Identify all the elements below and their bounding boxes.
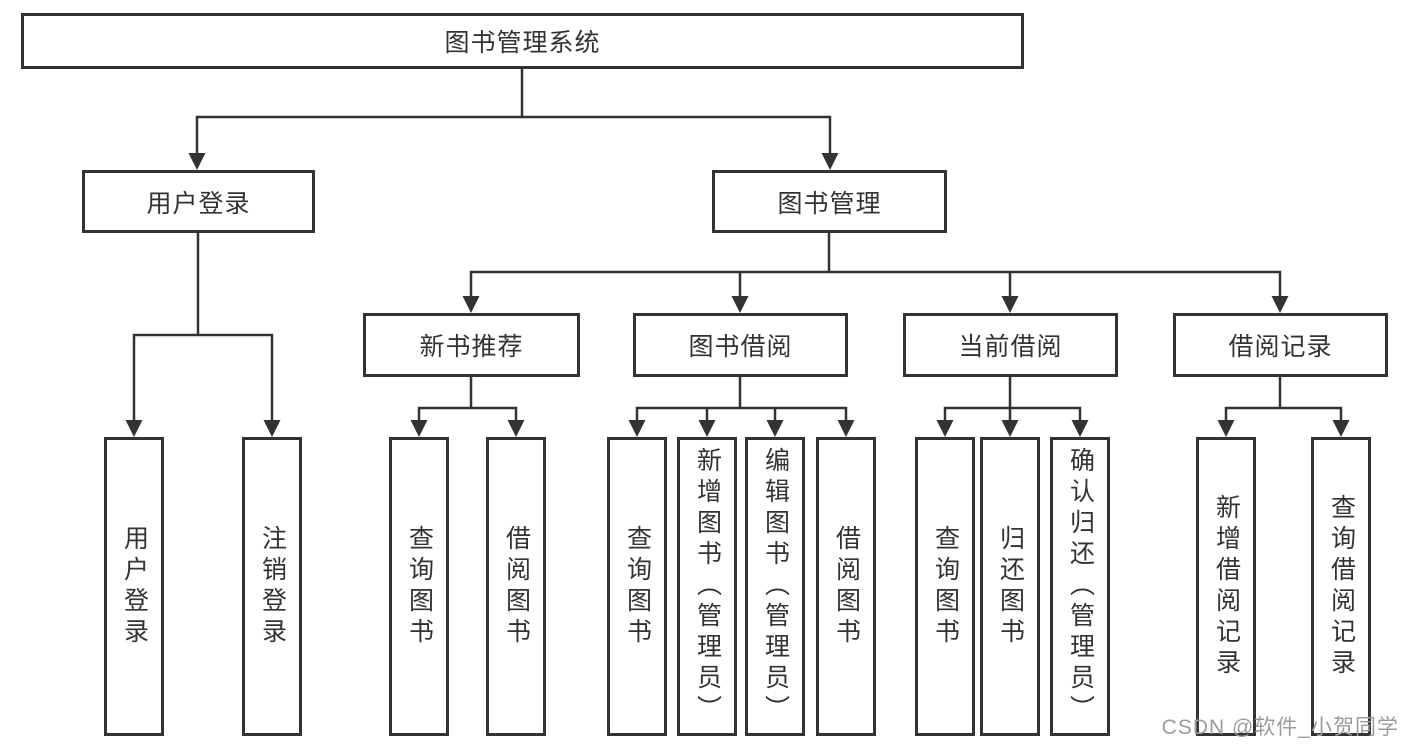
leaf-borrowing-borrow-books: 借阅图书 [816, 437, 876, 736]
node-current-borrowing: 当前借阅 [903, 313, 1118, 377]
leaf-user-login: 用户登录 [104, 437, 164, 736]
leaf-add-borrowing-record: 新增借阅记录 [1196, 437, 1256, 736]
watermark: CSDN @软件_小贺同学 [1161, 716, 1399, 739]
leaf-recommend-borrow-books: 借阅图书 [486, 437, 546, 736]
node-user-login: 用户登录 [82, 170, 315, 233]
leaf-logout: 注销登录 [242, 437, 302, 736]
leaf-borrowing-query-books: 查询图书 [607, 437, 667, 736]
node-library-management-system: 图书管理系统 [21, 13, 1024, 69]
leaf-query-borrowing-record: 查询借阅记录 [1311, 437, 1371, 736]
leaf-recommend-query-books: 查询图书 [389, 437, 449, 736]
leaf-add-books-admin: 新增图书（管理员） [677, 437, 737, 736]
leaf-edit-books-admin: 编辑图书（管理员） [745, 437, 805, 736]
node-book-borrowing: 图书借阅 [633, 313, 848, 377]
leaf-return-books: 归还图书 [980, 437, 1040, 736]
node-new-book-recommendation: 新书推荐 [363, 313, 580, 377]
leaf-current-query-books: 查询图书 [915, 437, 975, 736]
node-book-management: 图书管理 [712, 170, 947, 233]
node-borrowing-records: 借阅记录 [1173, 313, 1388, 377]
leaf-confirm-return-admin: 确认归还（管理员） [1050, 437, 1110, 736]
